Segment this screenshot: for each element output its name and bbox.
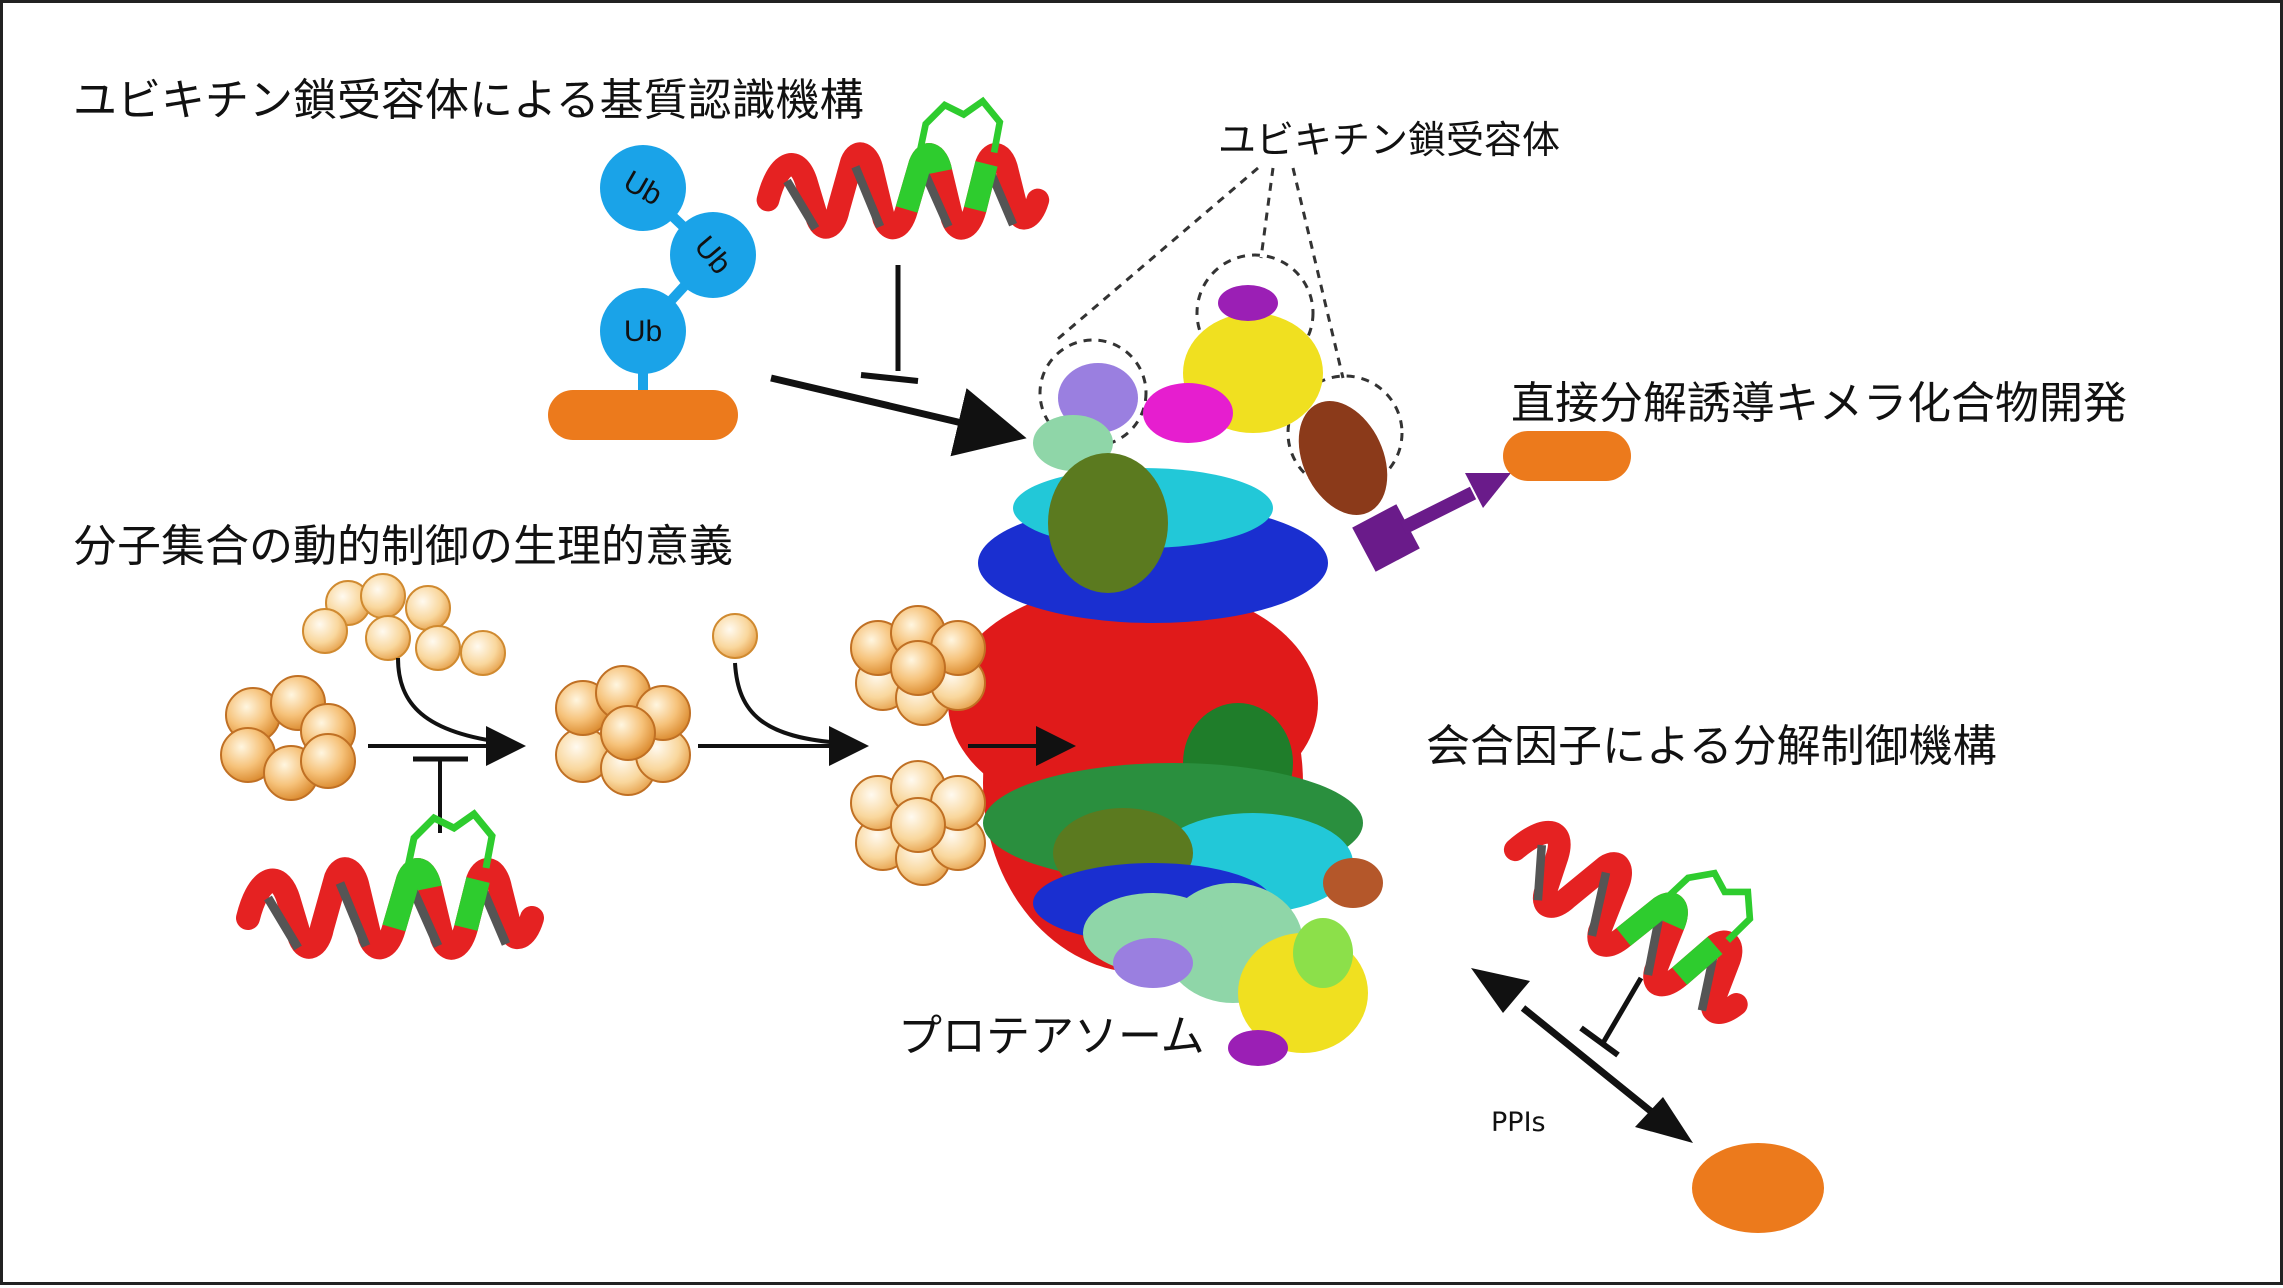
inhibition-bar bbox=[1579, 1025, 1620, 1058]
inhibition-bar bbox=[860, 372, 919, 384]
alpha-helix-icon bbox=[248, 814, 532, 948]
substrate-ellipse-icon bbox=[1692, 1143, 1824, 1233]
ppis-label: PPIs bbox=[1491, 1107, 1546, 1138]
ubiquitin-unit: Ub bbox=[670, 212, 756, 298]
ubiquitin-unit: Ub bbox=[600, 288, 686, 374]
substrate-bar-icon bbox=[1503, 431, 1631, 481]
svg-text:Ub: Ub bbox=[624, 315, 662, 348]
degrader-arrow-icon bbox=[1352, 473, 1511, 572]
ubiquitin-chain: Ub Ub Ub bbox=[600, 145, 756, 395]
ppi-double-arrow bbox=[1520, 1005, 1656, 1116]
assembly-label: 分子集合の動的制御の生理的意義 bbox=[73, 521, 733, 572]
subunit-ring bbox=[220, 675, 356, 801]
proteasome-structure-icon bbox=[948, 285, 1388, 1066]
subunit-complex-lower bbox=[850, 760, 986, 886]
substrate-bar-icon bbox=[548, 390, 738, 440]
inhibition-line bbox=[1600, 976, 1644, 1045]
binding-curve bbox=[733, 662, 844, 745]
receptor-callout-lines bbox=[1038, 166, 1404, 492]
diagram-canvas: ユビキチン鎖受容体による基質認識機構 ユビキチン鎖受容体 直接分解誘導キメラ化合… bbox=[73, 75, 2127, 1233]
subunit-complex-upper bbox=[850, 605, 986, 726]
ppi-arrowhead-up bbox=[1471, 968, 1530, 1013]
ub-receptor-label: ユビキチン鎖受容体 bbox=[1218, 118, 1560, 162]
alpha-helix-icon bbox=[1499, 769, 1793, 1028]
subunit-double-ring bbox=[555, 665, 691, 796]
proteasome-label: プロテアソーム bbox=[898, 1011, 1205, 1062]
ub-recognition-label: ユビキチン鎖受容体による基質認識機構 bbox=[73, 75, 864, 126]
degrader-label: 直接分解誘導キメラ化合物開発 bbox=[1511, 378, 2127, 429]
recognition-arrow bbox=[770, 374, 1027, 457]
association-label: 会合因子による分解制御機構 bbox=[1426, 721, 1997, 772]
free-subunits bbox=[302, 573, 758, 676]
ubiquitin-unit: Ub bbox=[600, 145, 686, 231]
binding-curve bbox=[396, 657, 509, 745]
ppi-arrowhead-down bbox=[1635, 1097, 1693, 1143]
